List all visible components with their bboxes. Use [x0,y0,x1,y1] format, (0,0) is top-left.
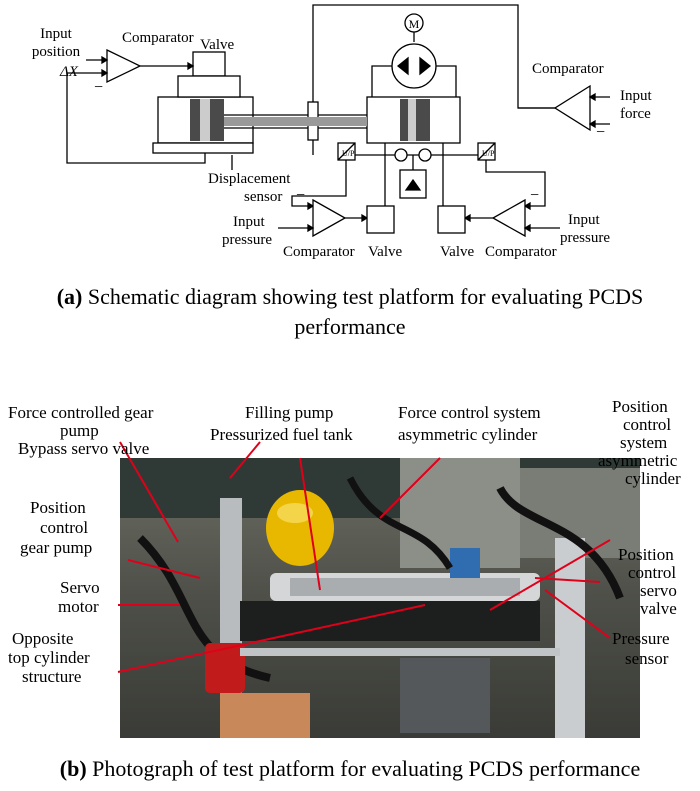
label-force-pump-1: Force controlled gear [8,403,154,422]
photo-labels: Force controlled gear pump Bypass servo … [8,398,681,686]
label-force-pump-2: pump [60,421,99,440]
label-position-cyl-5: cylinder [625,469,681,488]
label-valve-bottom-left: Valve [368,244,402,260]
label-input-pressure-right-2: pressure [560,230,610,246]
label-opposite-2: top cylinder [8,648,90,667]
label-position-valve-4: valve [640,599,677,618]
label-filling-pump: Filling pump [245,403,333,422]
label-position-cyl-2: control [623,415,671,434]
leader-lines [117,441,611,673]
label-position-gear-1: Position [30,498,86,517]
label-position-valve-1: Position [618,545,674,564]
label-position-gear-3: gear pump [20,538,92,557]
label-force-cylinder-2: asymmetric cylinder [398,425,538,444]
label-displacement-2: sensor [244,189,282,205]
comparator-bottom-left [312,198,347,238]
valve-bottom-right [437,205,466,234]
label-input-force-1: Input [620,88,652,104]
label-position-valve-2: control [628,563,676,582]
label-displacement-1: Displacement [208,171,291,187]
label-servo-motor-1: Servo [60,578,100,597]
label-pressure-sensor-1: Pressure [612,629,670,648]
label-pressure-sensor-2: sensor [625,649,669,668]
label-valve-bottom-right: Valve [440,244,474,260]
valve-bottom-left [366,205,395,234]
label-opposite-3: structure [22,667,81,686]
label-input-position-1: Input [40,26,72,42]
label-input-force-2: force [620,106,651,122]
schematic-diagram: M U/P U/P − − − − Input position ΔX Comp… [32,4,652,260]
red-pump [205,643,245,693]
label-comparator-bottom-left: Comparator [283,244,355,260]
caption-b: (b) Photograph of test platform for eval… [0,754,700,784]
label-servo-motor-2: motor [58,597,99,616]
sensor-symbol-right: U/P [482,149,495,158]
label-fuel-tank: Pressurized fuel tank [210,425,353,444]
label-position-valve-3: servo [640,581,677,600]
label-bypass-valve: Bypass servo valve [18,439,149,458]
caption-b-letter: (b) [59,756,87,781]
label-position-gear-2: control [40,518,88,537]
motor-label: M [409,17,420,31]
label-force-cylinder-1: Force control system [398,403,541,422]
servo-motor-box [220,693,310,738]
label-comparator-top: Comparator [122,30,194,46]
minus-bottom-right: − [530,187,539,204]
label-input-position-2: position [32,44,81,60]
sensor-symbol-left: U/P [342,149,355,158]
label-delta-x: ΔX [59,64,79,80]
minus-bottom-left: − [296,187,305,204]
comparator-right [553,84,591,132]
label-input-pressure-left-2: pressure [222,232,272,248]
label-opposite-1: Opposite [12,629,73,648]
caption-a: (a) Schematic diagram showing test platf… [0,282,700,342]
label-input-pressure-right-1: Input [568,212,600,228]
label-position-cyl-4: asymmetric [598,451,678,470]
label-comparator-bottom-right: Comparator [485,244,557,260]
label-position-cyl-1: Position [612,398,668,416]
label-input-pressure-left-1: Input [233,214,265,230]
label-valve-top: Valve [200,37,234,53]
label-position-cyl-3: system [620,433,667,452]
comparator-top [106,48,142,84]
caption-b-text: Photograph of test platform for evaluati… [92,756,641,781]
servo-valve-blue [450,548,480,578]
minus-right: − [596,124,605,141]
minus-top: − [94,79,103,96]
caption-a-letter: (a) [56,284,83,309]
label-comparator-right: Comparator [532,61,604,77]
test-platform-photo [120,458,640,738]
valve-top [192,51,226,77]
caption-a-text: Schematic diagram showing test platform … [87,284,644,339]
comparator-bottom-right [491,198,526,238]
